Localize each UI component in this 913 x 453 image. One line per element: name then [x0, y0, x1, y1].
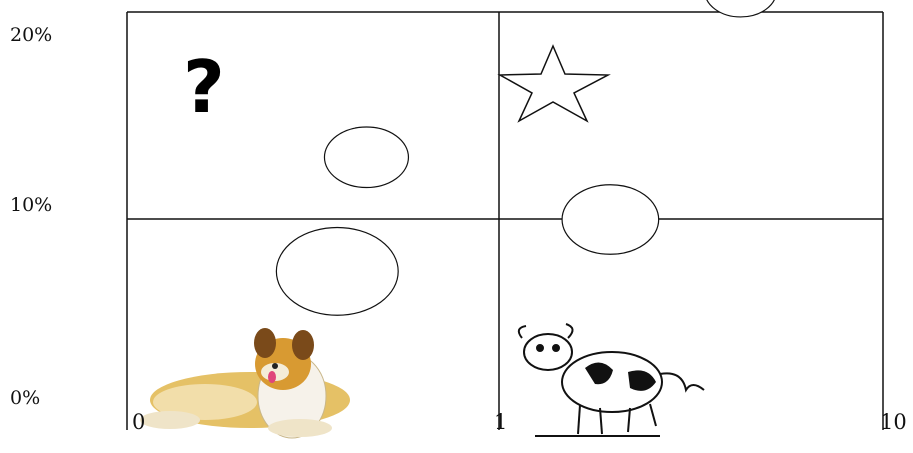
data-circle [324, 127, 408, 187]
svg-text:?: ? [183, 45, 225, 129]
star-icon [500, 46, 608, 121]
dog-icon [140, 328, 350, 438]
y-tick-label: 0% [10, 387, 40, 409]
points-layer [276, 0, 776, 315]
question-mark-icon: ? [183, 45, 225, 129]
y-tick-label: 20% [10, 24, 52, 46]
x-tick-label: 10 [880, 410, 907, 434]
x-tick-label: 0 [132, 410, 145, 434]
data-circle [705, 0, 776, 17]
x-tick-label: 1 [494, 410, 507, 434]
data-circle [276, 228, 398, 316]
data-circle [562, 185, 659, 255]
cash-cow-icon [519, 324, 704, 436]
y-tick-label: 10% [10, 194, 52, 216]
